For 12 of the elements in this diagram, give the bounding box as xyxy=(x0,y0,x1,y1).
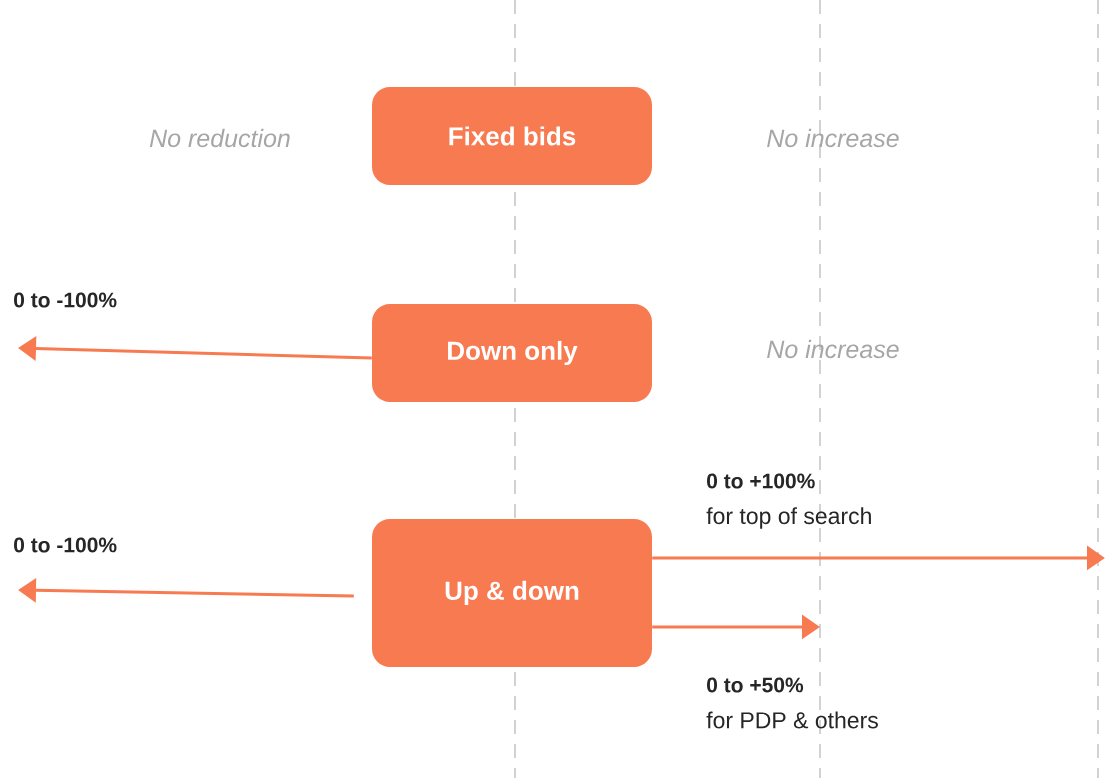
edge-label: 0 to +50% xyxy=(707,677,804,693)
rounded-box: Up & down xyxy=(372,519,652,667)
edge-label: 0 to -100% xyxy=(14,537,117,553)
edge-caption: for PDP & others xyxy=(706,711,878,729)
rounded-box: Down only xyxy=(372,304,652,402)
edge-caption: for top of search xyxy=(706,507,871,529)
edge-label: 0 to +100% xyxy=(707,473,815,489)
edge-label: 0 to -100% xyxy=(14,292,117,308)
rounded-box: Fixed bids xyxy=(372,87,652,185)
note-text: No increase xyxy=(767,339,899,359)
note-text: No reduction xyxy=(149,128,290,148)
note-text: No increase xyxy=(767,128,899,148)
